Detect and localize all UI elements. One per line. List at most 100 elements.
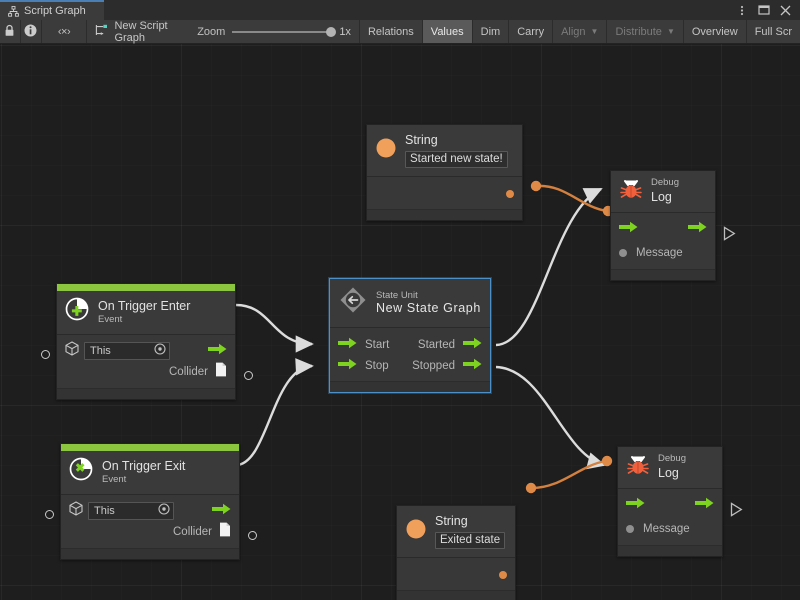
target-input-connector-icon[interactable] — [45, 510, 54, 519]
node-body: Start Started — [330, 328, 490, 381]
node-footer — [397, 590, 515, 600]
message-input-port[interactable] — [626, 525, 634, 534]
stop-label: Stop — [365, 359, 389, 372]
start-input-port[interactable] — [338, 336, 357, 354]
flow-input-port[interactable] — [619, 220, 638, 238]
message-input-port[interactable] — [619, 249, 627, 258]
node-subtitle: Event — [98, 314, 123, 326]
string-value-icon — [375, 137, 397, 164]
string-value-input[interactable]: Started new state! — [405, 151, 508, 169]
target-row: This — [65, 340, 227, 361]
node-header-text: State Unit New State Graph — [376, 290, 481, 316]
started-label: Started — [417, 338, 455, 351]
node-header: Debug Log — [611, 171, 715, 214]
output-value-port[interactable] — [499, 571, 507, 580]
wire-exit-to-state-stop — [235, 358, 314, 467]
collider-row: Collider — [69, 522, 231, 542]
node-debug-log-bottom[interactable]: Debug Log Message — [617, 446, 743, 558]
node-string-bottom[interactable]: String Exited state — [396, 505, 516, 600]
maximize-button[interactable] — [757, 4, 770, 17]
toolbar-relations-button[interactable]: Relations — [360, 20, 423, 43]
collider-label: Collider — [173, 526, 212, 538]
toolbar-values-button[interactable]: Values — [422, 20, 473, 43]
collider-icon[interactable] — [219, 522, 231, 542]
start-started-row: Start Started — [338, 334, 482, 355]
flow-output-port[interactable] — [688, 220, 707, 238]
window-titlebar: Script Graph — [0, 0, 800, 20]
zoom-control[interactable]: Zoom 1x — [189, 20, 360, 43]
stopped-label: Stopped — [412, 359, 455, 372]
started-output-port[interactable] — [463, 336, 482, 354]
string-value-icon — [405, 518, 427, 545]
flow-port-row — [619, 218, 707, 239]
collider-icon[interactable] — [215, 362, 227, 382]
gameobject-icon — [65, 340, 79, 361]
node-body — [367, 177, 522, 210]
object-picker-icon[interactable] — [158, 503, 170, 518]
graph-canvas[interactable]: String Started new state! Debug L — [0, 44, 800, 600]
toolbar-carry-button[interactable]: Carry — [509, 20, 554, 43]
node-body: This Collider — [57, 335, 235, 388]
stop-input-port[interactable] — [338, 357, 357, 375]
target-object-field[interactable]: This — [88, 501, 174, 520]
node-body: Message — [618, 489, 722, 546]
string-value-input[interactable]: Exited state — [435, 532, 506, 550]
event-exit-icon — [69, 457, 94, 487]
stopped-output-port[interactable] — [463, 357, 482, 375]
event-enter-icon — [65, 297, 90, 327]
node-body: Message — [611, 213, 715, 270]
flow-output-port[interactable] — [695, 496, 714, 514]
node-title: On Trigger Enter — [98, 298, 191, 313]
zoom-slider[interactable] — [232, 26, 337, 37]
toolbar-fullscreen-label: Full Scr — [754, 25, 792, 38]
window-controls — [735, 0, 800, 20]
target-row: This — [69, 500, 231, 521]
code-icon: ‹×› — [57, 25, 71, 38]
flow-output-connector-icon[interactable] — [730, 502, 743, 522]
flow-output-connector-icon[interactable] — [723, 226, 736, 246]
toolbar-values-label: Values — [430, 25, 464, 38]
wire-string-bottom-to-message — [531, 459, 607, 490]
graph-name-field[interactable]: New Script Graph — [87, 20, 189, 44]
toolbar-align-label: Align — [561, 25, 586, 38]
node-header-text: Debug Log — [658, 453, 686, 481]
message-port-row: Message — [626, 519, 714, 539]
flow-output-port[interactable] — [212, 502, 231, 520]
state-unit-icon — [338, 285, 368, 320]
zoom-slider-knob[interactable] — [326, 26, 337, 37]
flow-output-port[interactable] — [208, 342, 227, 360]
object-picker-icon[interactable] — [154, 343, 166, 358]
code-view-button[interactable]: ‹×› — [42, 20, 88, 43]
toolbar-overview-button[interactable]: Overview — [684, 20, 747, 43]
toolbar-distribute-dropdown[interactable]: Distribute ▼ — [607, 20, 684, 43]
target-object-field[interactable]: This — [84, 341, 170, 360]
node-accent-bar — [57, 284, 235, 291]
node-on-trigger-exit[interactable]: On Trigger Exit Event This — [45, 443, 257, 560]
output-value-port[interactable] — [506, 190, 514, 199]
stop-stopped-row: Stop Stopped — [338, 355, 482, 376]
node-string-top[interactable]: String Started new state! — [366, 124, 523, 222]
target-input-connector-icon[interactable] — [41, 350, 50, 359]
collider-output-connector-icon[interactable] — [244, 371, 253, 380]
message-label: Message — [636, 247, 683, 260]
node-debug-log-top[interactable]: Debug Log Message — [610, 170, 736, 282]
node-on-trigger-enter[interactable]: On Trigger Enter Event This — [41, 283, 253, 400]
collider-output-connector-icon[interactable] — [248, 531, 257, 540]
node-state-unit[interactable]: State Unit New State Graph Start Started — [329, 278, 491, 393]
zoom-label: Zoom — [197, 25, 226, 38]
node-header-text: On Trigger Enter Event — [98, 298, 190, 326]
close-button[interactable] — [779, 4, 792, 17]
node-accent-bar — [61, 444, 239, 451]
toolbar-fullscreen-button[interactable]: Full Scr — [747, 20, 800, 43]
node-header: On Trigger Exit Event — [61, 451, 239, 495]
info-button[interactable] — [21, 20, 42, 43]
toolbar-align-dropdown[interactable]: Align ▼ — [553, 20, 608, 43]
flow-input-port[interactable] — [626, 496, 645, 514]
node-body — [397, 558, 515, 591]
toolbar-dim-button[interactable]: Dim — [473, 20, 510, 43]
lock-button[interactable] — [0, 20, 21, 43]
node-title: Log — [658, 465, 679, 480]
node-title: New State Graph — [376, 301, 481, 316]
tab-script-graph[interactable]: Script Graph — [0, 0, 104, 20]
more-options-button[interactable] — [735, 4, 748, 17]
